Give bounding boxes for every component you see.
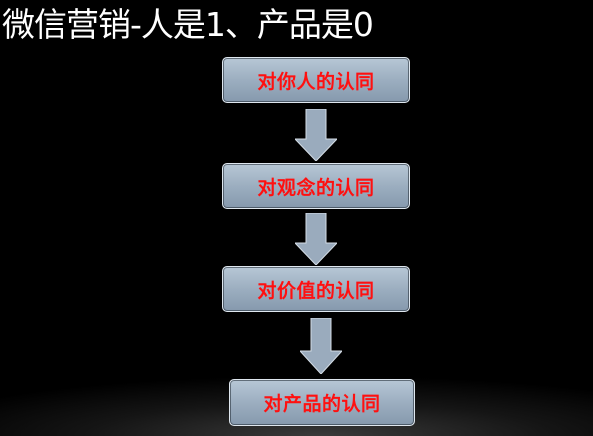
- flow-step-2: 对观念的认同: [222, 163, 410, 209]
- flow-step-label: 对观念的认同: [257, 176, 375, 199]
- flow-step-label: 对你人的认同: [257, 70, 375, 93]
- flow-step-label: 对价值的认同: [257, 279, 375, 302]
- flow-step-3: 对价值的认同: [222, 266, 410, 312]
- flow-step-label: 对产品的认同: [263, 393, 381, 415]
- flow-step-4: 对产品的认同: [229, 379, 415, 426]
- flow-step-1: 对你人的认同: [222, 57, 410, 103]
- down-arrow-icon: [295, 213, 337, 265]
- down-arrow-icon: [295, 109, 337, 161]
- down-arrow-icon: [300, 318, 342, 374]
- slide-title: 微信营销-人是1、产品是0: [2, 5, 374, 44]
